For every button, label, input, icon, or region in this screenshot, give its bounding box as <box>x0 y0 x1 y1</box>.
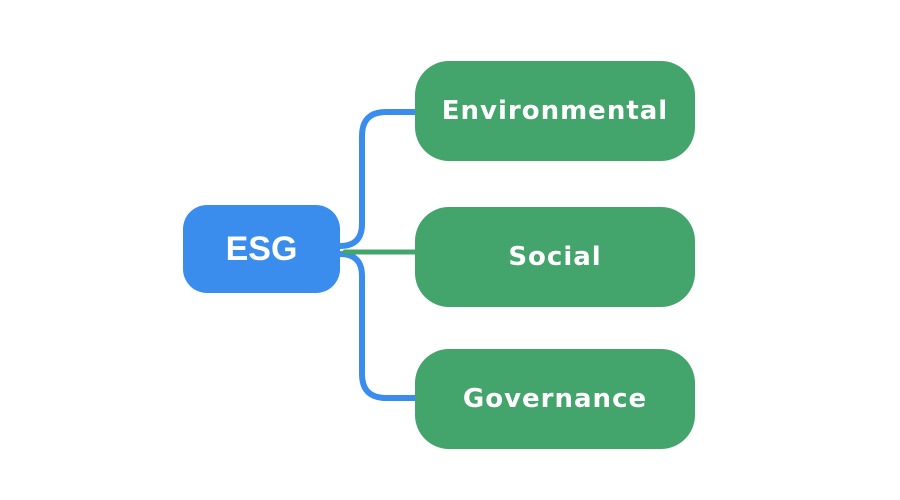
root-node-label: ESG <box>225 229 298 268</box>
child-node-environmental: Environmental <box>415 61 695 161</box>
child-node-label: Social <box>508 242 602 272</box>
child-node-label: Governance <box>462 384 648 414</box>
child-node-social: Social <box>415 207 695 307</box>
connector-governance <box>337 251 421 401</box>
root-node-esg: ESG <box>183 205 340 293</box>
child-node-governance: Governance <box>415 349 695 449</box>
connector-environmental <box>337 109 421 249</box>
child-node-label: Environmental <box>441 96 669 126</box>
